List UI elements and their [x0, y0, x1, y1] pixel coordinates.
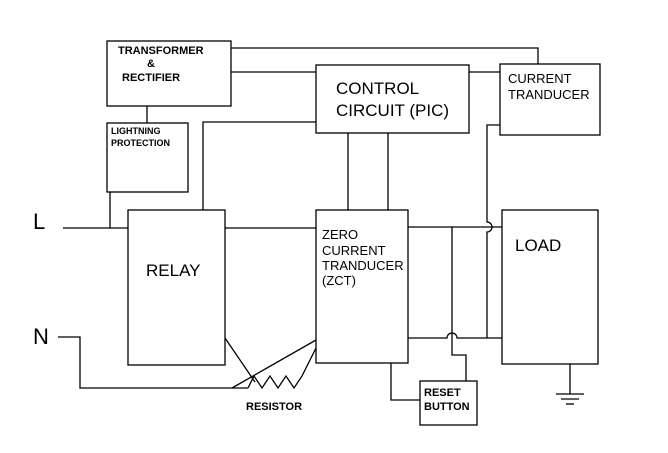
resistor-zigzag	[247, 374, 303, 390]
control-line-2: CIRCUIT (PIC)	[336, 101, 449, 120]
reset-line-2: BUTTON	[424, 401, 470, 413]
reset-line-1: RESET	[424, 387, 461, 399]
block-current-tranducer: CURRENT TRANDUCER	[499, 63, 601, 136]
wire-zct-load-bottom	[408, 332, 502, 339]
resistor-label: RESISTOR	[246, 401, 302, 413]
wire-transformer-current-top	[231, 47, 539, 64]
wire-resistor-zct	[301, 343, 319, 377]
wire-relay-resistor	[224, 337, 256, 383]
transformer-line-1: TRANSFORMER	[118, 45, 204, 57]
wires	[58, 47, 584, 405]
wire-neutral-input	[58, 336, 248, 389]
wire-control-relay	[202, 121, 316, 210]
block-transformer-rectifier: TRANSFORMER & RECTIFIER	[106, 40, 232, 107]
block-reset-button: RESET BUTTON	[419, 380, 478, 426]
wire-current-feedback	[486, 124, 500, 338]
block-control-circuit: CONTROL CIRCUIT (PIC)	[315, 64, 470, 134]
wire-load-reset-vertical	[451, 227, 467, 381]
current-line-2: TRANDUCER	[508, 87, 590, 102]
wire-zct-reset	[390, 363, 420, 401]
block-zero-current-tranducer: ZERO CURRENT TRANDUCER (ZCT)	[315, 209, 409, 364]
block-load: LOAD	[501, 209, 599, 365]
lightning-line-2: PROTECTION	[111, 138, 170, 148]
neutral-terminal-label: N	[33, 324, 49, 349]
zct-line-1: ZERO	[322, 227, 358, 242]
transformer-line-2: &	[147, 58, 155, 70]
relay-label: RELAY	[146, 261, 201, 280]
block-relay: RELAY	[127, 209, 226, 366]
current-line-1: CURRENT	[508, 71, 572, 86]
wire-diagonal-zct	[231, 339, 317, 389]
live-terminal-label: L	[33, 209, 45, 234]
load-label: LOAD	[515, 236, 561, 255]
control-line-1: CONTROL	[336, 79, 419, 98]
zct-line-4: (ZCT)	[322, 273, 356, 288]
transformer-line-3: RECTIFIER	[122, 72, 180, 84]
lightning-line-1: LIGHTNING	[111, 126, 161, 136]
zct-line-2: CURRENT	[322, 243, 386, 258]
block-lightning-protection: LIGHTNING PROTECTION	[106, 122, 189, 193]
zct-line-3: TRANDUCER	[322, 258, 404, 273]
